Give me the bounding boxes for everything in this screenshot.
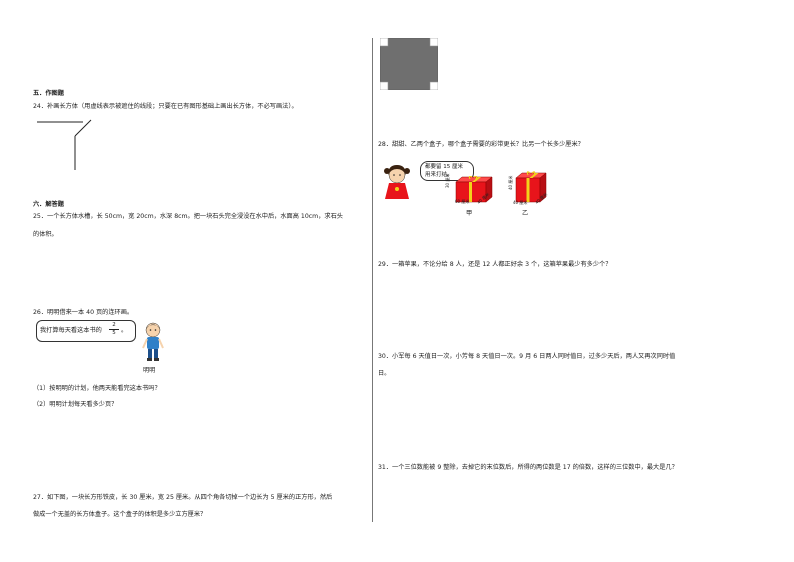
q28-bubble-line1: 都要留 15 厘米	[425, 164, 463, 170]
question-27-line1: 27．如下图，一块长方形铁皮，长 30 厘米，宽 25 厘米。从四个角各切掉一个…	[33, 494, 333, 501]
question-27-line2: 做成一个无盖的长方体盒子。这个盒子的体积是多少立方厘米？	[33, 511, 207, 518]
section-5-title: 五．作图题	[33, 90, 64, 97]
q26-fraction: 2 5	[109, 322, 119, 337]
section-6-title: 六．解答题	[33, 201, 64, 208]
yi-length-label: 40 厘米	[513, 200, 528, 205]
q27-sheet-with-cut-corners-figure	[380, 38, 438, 90]
jia-height-label: 30 厘米	[445, 173, 450, 188]
column-divider	[372, 38, 373, 522]
gift-box-jia	[455, 176, 493, 203]
mingming-name-label: 明明	[143, 367, 156, 374]
mingming-boy-illustration	[142, 322, 164, 361]
q24-partial-cuboid-figure	[37, 119, 92, 170]
question-30-line2: 日。	[378, 370, 391, 377]
question-30-line1: 30．小军每 6 天值日一次，小芳每 8 天值日一次。9 月 6 日两人同时值日…	[378, 353, 676, 360]
question-26-sub1: （1）按明明的计划，他两天能看完这本书吗？	[33, 385, 161, 392]
tiantian-girl-illustration	[384, 165, 410, 199]
q26-speech-bubble: 我打算每天看这本书的 2 5 。	[36, 320, 136, 342]
q28-bubble-line2: 用来打结。	[425, 172, 453, 178]
box-jia-label: 甲	[466, 210, 473, 217]
question-26: 26．明明借来一本 40 页的连环画。	[33, 309, 134, 316]
q28-speech-bubble: 都要留 15 厘米 用来打结。	[420, 161, 474, 181]
q26-bubble-end: 。	[121, 327, 128, 334]
question-29: 29．一箱苹果，不论分给 8 人，还是 12 人都正好余 3 个，这箱苹果最少有…	[378, 261, 612, 268]
yi-height-label: 40 厘米	[508, 175, 513, 190]
q26-fraction-numerator: 2	[109, 322, 119, 330]
question-25-line2: 的体积。	[33, 231, 58, 238]
question-25-line1: 25．一个长方体水槽，长 50cm，宽 20cm，水深 8cm。把一块石头完全浸…	[33, 213, 343, 220]
jia-length-label: 60 厘米	[455, 199, 470, 204]
question-28: 28．甜甜、乙两个盒子，哪个盒子需要的彩带更长？比另一个长多少厘米？	[378, 141, 584, 148]
box-yi-label: 乙	[522, 210, 529, 217]
gift-box-yi	[515, 171, 547, 203]
question-31: 31．一个三位数能被 9 整除，去掉它的末位数后，所得的两位数是 17 的倍数，…	[378, 464, 678, 471]
q26-fraction-denominator: 5	[112, 330, 116, 336]
question-24: 24．补画长方体（用虚线表示被遮住的线段；只要在已有图形基础上画出长方体，不必写…	[33, 103, 298, 110]
question-26-sub2: （2）明明计划每天看多少页？	[33, 401, 118, 408]
q26-bubble-text: 我打算每天看这本书的	[40, 327, 102, 334]
